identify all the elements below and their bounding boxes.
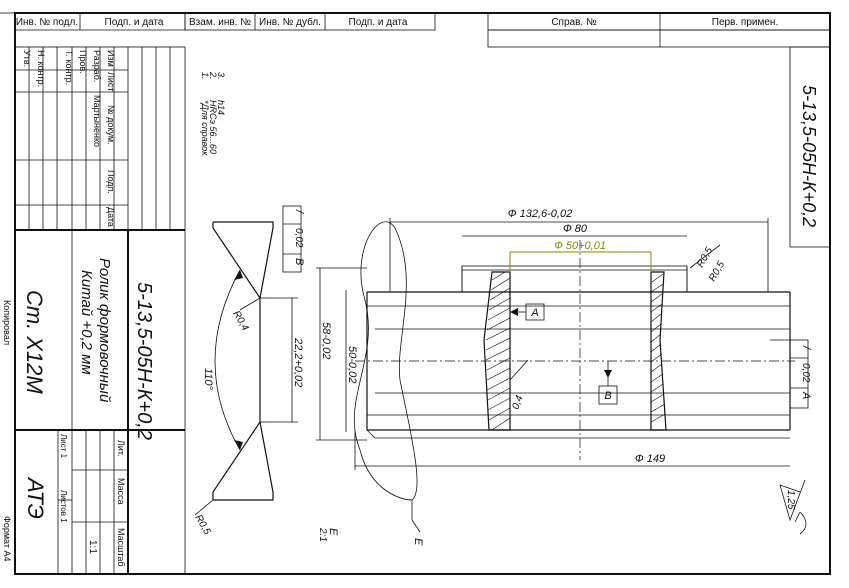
- sprav-label: Справ. №: [551, 17, 597, 28]
- tol-right-value: 0,02: [800, 363, 811, 383]
- roughness-value: 1,25: [785, 490, 796, 510]
- tol-left-base: B: [293, 258, 305, 265]
- tol-right-base: A: [800, 391, 812, 399]
- designation-box: 5-13,5-05Н-К+0,2: [789, 46, 831, 248]
- podp-data2-label: Подп. и дата: [349, 17, 408, 28]
- razrab-label: Разраб.: [92, 50, 102, 82]
- material: Ст. Х12М: [22, 290, 47, 394]
- designation-top: 5-13,5-05Н-К+0,2: [799, 85, 819, 227]
- podp-label: Подп.: [106, 170, 116, 194]
- dim-d132: Ф 132,6-0,02: [508, 208, 572, 220]
- note-3-number: 3.: [216, 72, 226, 80]
- dim-d149: Ф 149: [635, 453, 665, 465]
- main-section-view: [355, 240, 795, 460]
- razrab-name: Мартыненко: [92, 95, 102, 147]
- top-strip: Инв. № подл. Подп. и дата Взам. инв. № И…: [15, 12, 831, 48]
- dim-r05-a: R0,5: [695, 245, 715, 269]
- format-label: Формат А4: [2, 516, 12, 561]
- note-3-text: h14: [216, 100, 226, 115]
- lit-label: Лит.: [116, 440, 126, 457]
- vzam-inv-label: Взам. инв. №: [189, 17, 251, 28]
- note-1-number: 1.: [200, 72, 210, 80]
- roughness-symbol: 1,25: [779, 479, 807, 535]
- part-name-line2: Китай +0,2 мм: [78, 270, 95, 375]
- scale-value: 1:1: [87, 540, 98, 554]
- data-label: Дата: [106, 207, 116, 227]
- view-e-scale: 2:1: [317, 527, 328, 542]
- datum-a: A: [510, 303, 545, 321]
- dim-d50: Ф 50+0,01: [554, 240, 606, 252]
- masshtab-label: Масштаб: [116, 528, 126, 567]
- inv-podl-label: Инв. № подл.: [16, 17, 78, 28]
- t-kontr-label: Т. контр.: [64, 50, 74, 85]
- sheet-number: Лист 1: [59, 434, 68, 459]
- dim-r04: R0,4: [230, 309, 250, 333]
- n-kontr-label: Н. контр.: [36, 50, 46, 87]
- dim-r05-c: R0,5: [192, 513, 212, 537]
- profile-detail-view: 110° R0,4 R0,5 22,2+0,02 / 0,02 B: [192, 205, 305, 537]
- dim-r05-b: R0,5: [707, 259, 727, 283]
- technical-notes: 1. 2. 3. *Для справок HRCэ 56...60 h14: [200, 71, 226, 156]
- part-name-line1: Ролик формовочный: [96, 258, 113, 403]
- n-dokum-label: № докум.: [106, 105, 116, 145]
- note-2-text: HRCэ 56...60: [208, 100, 218, 154]
- dim-d80: Ф 80: [563, 223, 588, 235]
- tol-right-symbol: /: [800, 345, 812, 350]
- podp-data-label: Подп. и дата: [105, 17, 164, 28]
- kopiroval-label: Копировал: [2, 300, 12, 345]
- datum-a-label: A: [530, 307, 538, 319]
- note-1-text: *Для справок: [200, 100, 210, 156]
- dim-angle-110: 110°: [202, 368, 214, 391]
- prov-label: Пров.: [78, 50, 88, 74]
- izm-label: Изм: [106, 50, 116, 67]
- dim-58: 58-0,02: [320, 322, 332, 359]
- sheets-total: Листов 1: [59, 490, 68, 523]
- tolerance-frame-right: / 0,02 A: [770, 339, 812, 409]
- perv-primen-label: Перв. примен.: [712, 17, 778, 28]
- dim-chamfer-04: 0,4: [510, 394, 525, 411]
- detail-e-label: E: [412, 538, 424, 546]
- organization: АТЭ: [23, 476, 48, 519]
- inv-dubl-label: Инв. № дубл.: [259, 16, 321, 28]
- datum-b: B: [598, 361, 618, 405]
- detail-e-callout: E E 2:1: [317, 221, 424, 546]
- main-dimensions: Ф 132,6-0,02 Ф 80 Ф 50+0,01 Ф 149 58-0,0…: [316, 208, 790, 470]
- massa-label: Масса: [116, 478, 126, 505]
- designation-title-block: 5-13,5-05Н-К+0,2: [133, 282, 155, 440]
- dim-22: 22,2+0,02: [292, 337, 304, 387]
- tol-left-symbol: /: [293, 209, 305, 214]
- list-label: Лист: [106, 72, 116, 92]
- utv-label: Утв.: [22, 50, 32, 67]
- dim-50w: 50-0,02: [346, 346, 358, 383]
- tol-left-value: 0,02: [293, 228, 304, 248]
- note-2-number: 2.: [208, 71, 218, 80]
- title-block: Утв. Н. контр. Т. контр. Пров. Разраб. М…: [2, 46, 186, 575]
- view-e-title: E: [327, 528, 339, 536]
- datum-b-label: B: [604, 390, 611, 402]
